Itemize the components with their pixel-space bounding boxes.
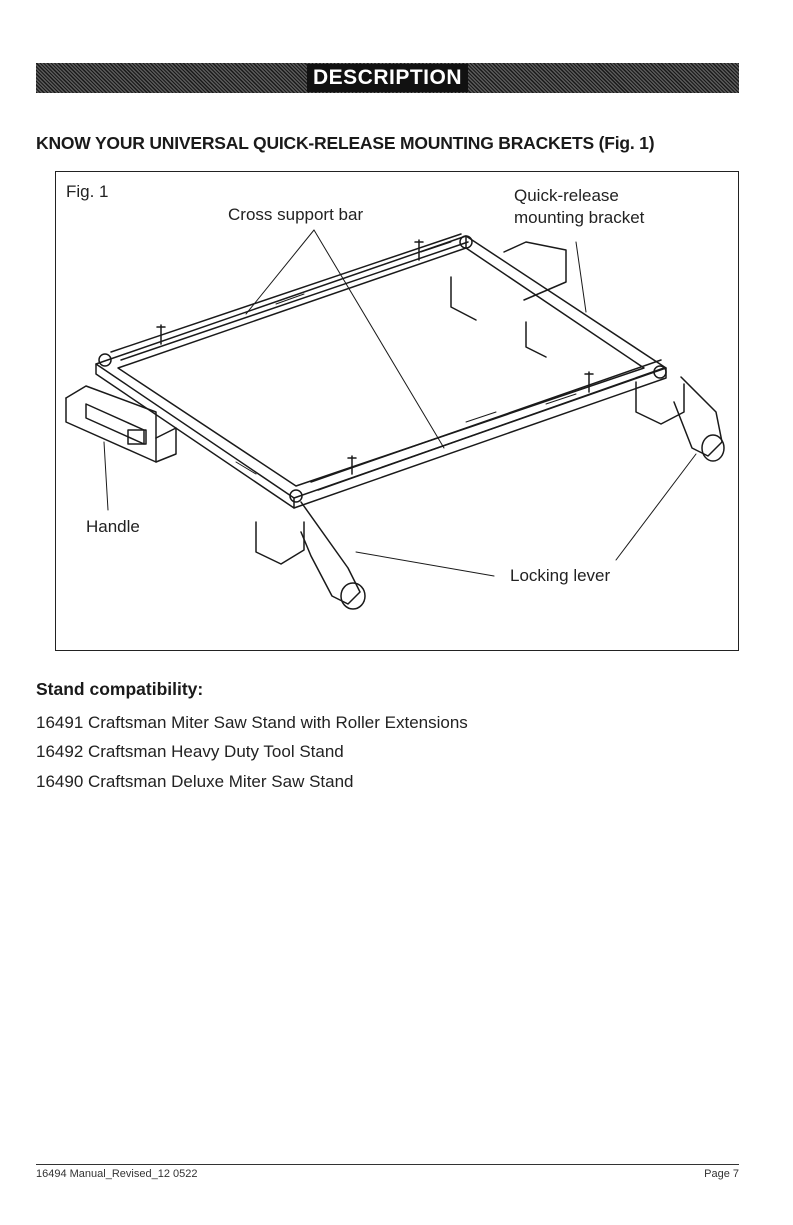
compatibility-item: 16490 Craftsman Deluxe Miter Saw Stand [36,772,354,791]
callout-quick-release-line1: Quick-release [514,186,619,205]
cross-support-bars [110,233,665,491]
callout-handle: Handle [86,517,140,536]
compatibility-item: 16492 Craftsman Heavy Duty Tool Stand [36,742,344,761]
locking-levers [255,501,366,610]
right-bracket [450,241,725,462]
section-banner: DESCRIPTION [36,63,739,93]
callout-quick-release-line2: mounting bracket [514,208,645,227]
callout-cross-support-bar: Cross support bar [228,205,364,224]
page-number: Page 7 [704,1168,739,1180]
footer-manual-id: 16494 Manual_Revised_12 0522 [36,1168,198,1180]
figure-label: Fig. 1 [66,182,109,201]
compatibility-title: Stand compatibility: [36,679,204,699]
bracket-illustration [65,229,725,610]
leader-lines [103,229,697,577]
footer-divider [36,1164,739,1165]
section-heading: KNOW YOUR UNIVERSAL QUICK-RELEASE MOUNTI… [36,133,655,153]
banner-title: DESCRIPTION [306,64,468,92]
figure-1: Fig. 1 Cross support bar Quick-release m… [55,171,739,651]
bolts [98,235,667,503]
callout-locking-lever: Locking lever [510,566,611,585]
left-handle [65,385,177,463]
compatibility-item: 16491 Craftsman Miter Saw Stand with Rol… [36,713,468,732]
